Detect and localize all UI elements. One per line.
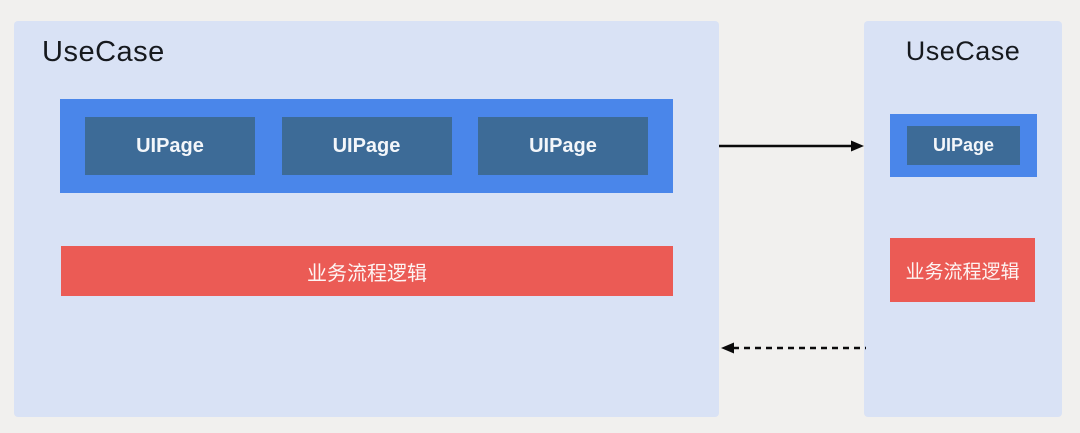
uipage-box: UIPage [907, 126, 1020, 165]
usecase-title-right: UseCase [905, 36, 1021, 66]
uipage-container-right: UIPage [890, 114, 1037, 177]
business-logic-bar-left: 业务流程逻辑 [61, 246, 673, 296]
usecase-panel-right: UseCase UIPage 业务流程逻辑 [864, 21, 1062, 417]
uipage-container-left: UIPage UIPage UIPage [60, 99, 673, 193]
uipage-box: UIPage [478, 117, 648, 175]
dashed-left-arrow-icon [721, 342, 866, 354]
usecase-panel-left: UseCase UIPage UIPage UIPage 业务流程逻辑 [14, 21, 719, 417]
usecase-title-left: UseCase [42, 36, 165, 68]
solid-right-arrow-icon [719, 140, 864, 152]
uipage-box: UIPage [281, 117, 452, 175]
business-logic-bar-right: 业务流程逻辑 [890, 238, 1035, 302]
uipage-box: UIPage [85, 117, 255, 175]
